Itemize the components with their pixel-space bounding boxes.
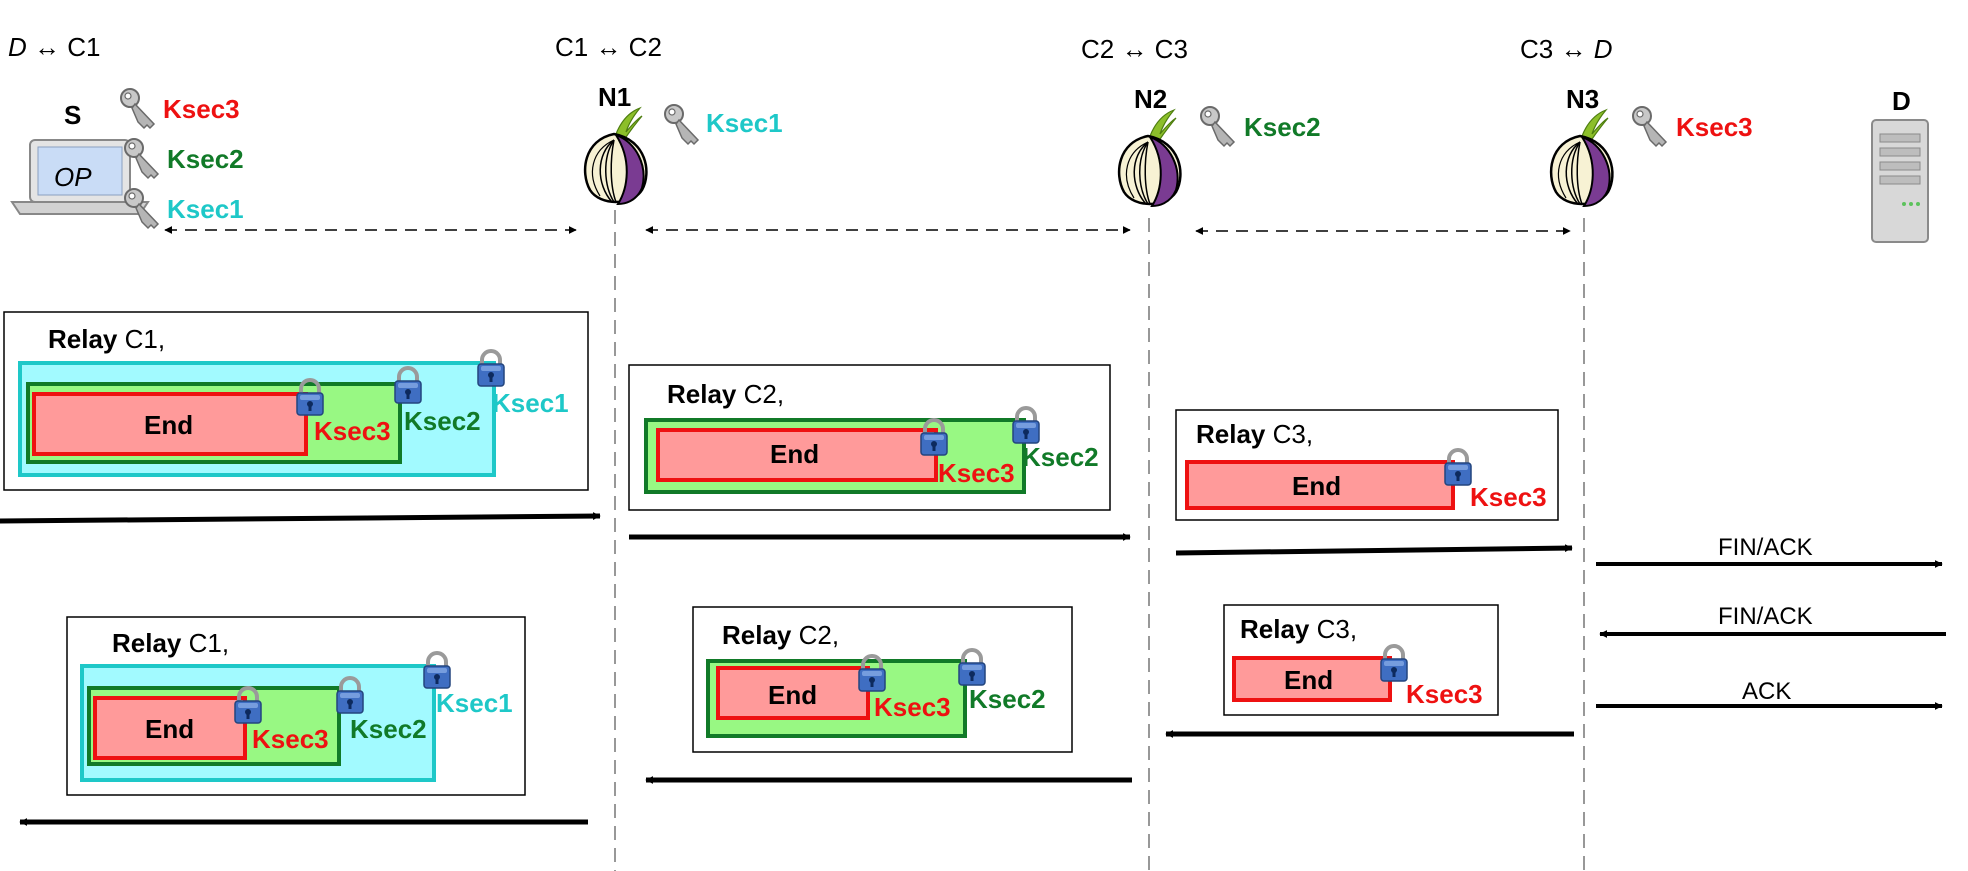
node-n1-label: N1 xyxy=(598,82,631,112)
cell-key-ksec2: Ksec2 xyxy=(404,406,481,436)
onion-icon xyxy=(1549,108,1614,208)
cell-key-ksec2: Ksec2 xyxy=(969,684,1046,714)
backward-cell-c3: Relay C3, End Ksec3 xyxy=(1223,604,1499,716)
msg-ack: ACK xyxy=(1742,678,1791,705)
header-c3-d: C3 ↔ D xyxy=(1520,34,1612,64)
node-n2-label: N2 xyxy=(1134,84,1167,114)
dest-label: D xyxy=(1892,86,1911,116)
n1-key-ksec1: Ksec1 xyxy=(706,108,783,138)
source-key-ksec1: Ksec1 xyxy=(167,194,244,224)
cell-key-ksec3: Ksec3 xyxy=(1470,482,1547,512)
header-c2-c3: C2 ↔ C3 xyxy=(1081,34,1188,64)
forward-cell-c1: Relay C1, End Ksec3 Ksec2 Ksec1 xyxy=(3,311,589,491)
relay-header: Relay C1, xyxy=(48,324,165,354)
cell-key-ksec3: Ksec3 xyxy=(874,692,951,722)
end-label: End xyxy=(144,410,193,440)
key-icon xyxy=(664,104,699,145)
cell-key-ksec3: Ksec3 xyxy=(252,724,329,754)
relay-header: Relay C2, xyxy=(667,379,784,409)
key-icon xyxy=(120,88,155,129)
msg-fin-ack-out: FIN/ACK xyxy=(1718,534,1813,561)
backward-cell-c1: Relay C1, End Ksec3 Ksec2 Ksec1 xyxy=(66,616,526,796)
cell-key-ksec2: Ksec2 xyxy=(350,714,427,744)
header-d-c1: D ↔ C1 xyxy=(8,32,100,62)
cell-key-ksec3: Ksec3 xyxy=(1406,679,1483,709)
relay-header: Relay C3, xyxy=(1240,614,1357,644)
cell-key-ksec3: Ksec3 xyxy=(314,416,391,446)
end-label: End xyxy=(770,439,819,469)
n3-key-ksec3: Ksec3 xyxy=(1676,112,1753,142)
onion-icon xyxy=(1117,108,1182,208)
node-n3-label: N3 xyxy=(1566,84,1599,114)
forward-cell-c2: Relay C2, End Ksec3 Ksec2 xyxy=(628,364,1111,511)
source-label: S xyxy=(64,100,81,130)
onion-icon xyxy=(583,106,648,206)
header-c1-c2: C1 ↔ C2 xyxy=(555,32,662,62)
end-label: End xyxy=(1284,665,1333,695)
end-label: End xyxy=(1292,471,1341,501)
relay-header: Relay C3, xyxy=(1196,419,1313,449)
n2-key-ksec2: Ksec2 xyxy=(1244,112,1321,142)
end-label: End xyxy=(768,680,817,710)
relay-header: Relay C2, xyxy=(722,620,839,650)
source-key-ksec3: Ksec3 xyxy=(163,94,240,124)
laptop-icon xyxy=(10,139,150,215)
cell-key-ksec1: Ksec1 xyxy=(436,688,513,718)
msg-fin-ack-in: FIN/ACK xyxy=(1718,603,1813,630)
backward-cell-c2: Relay C2, End Ksec3 Ksec2 xyxy=(692,606,1073,753)
laptop-screen-text: OP xyxy=(54,162,92,192)
forward-arrow-c1 xyxy=(0,512,601,524)
forward-arrow-c3 xyxy=(1175,544,1573,556)
key-icon xyxy=(1632,106,1667,147)
cell-key-ksec1: Ksec1 xyxy=(492,388,569,418)
source-key-ksec2: Ksec2 xyxy=(167,144,244,174)
cell-key-ksec2: Ksec2 xyxy=(1022,442,1099,472)
key-icon xyxy=(1200,106,1235,147)
relay-header: Relay C1, xyxy=(112,628,229,658)
cell-key-ksec3: Ksec3 xyxy=(938,458,1015,488)
server-icon xyxy=(1871,119,1929,243)
forward-cell-c3: Relay C3, End Ksec3 xyxy=(1175,409,1559,521)
end-label: End xyxy=(145,714,194,744)
